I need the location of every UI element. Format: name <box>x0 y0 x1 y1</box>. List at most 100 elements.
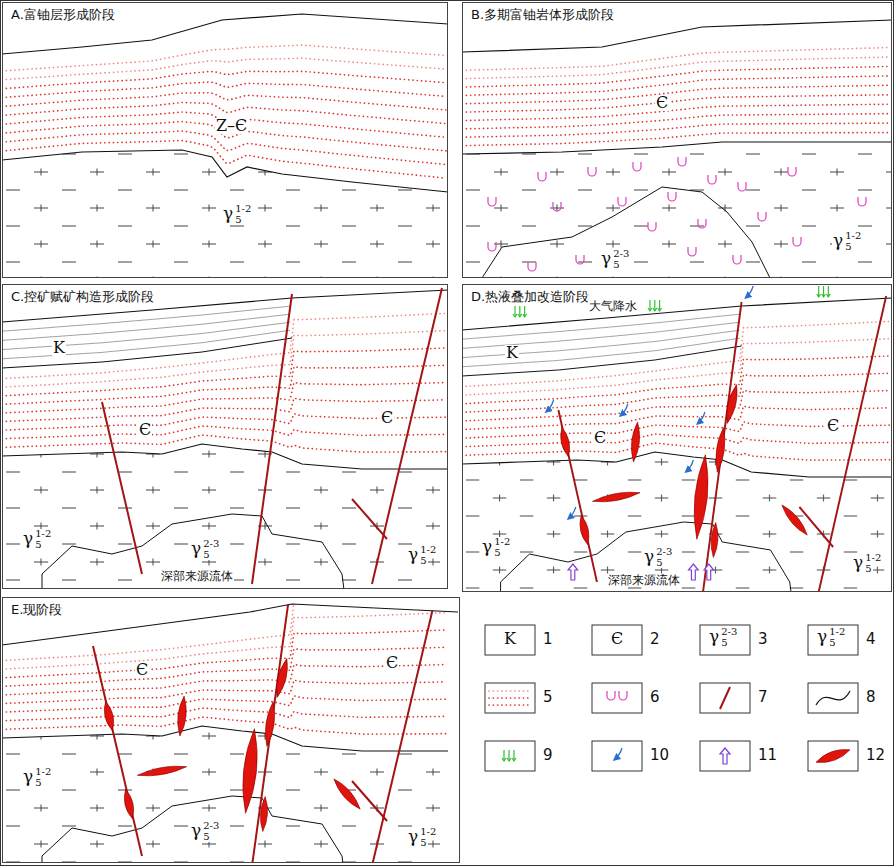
drawing-stroke <box>2 14 448 278</box>
uranium-symbol <box>708 175 716 184</box>
annotation-text: 深部来源流体 <box>160 570 234 582</box>
stratum-dots <box>2 717 446 734</box>
granite-code: γ <box>190 540 202 557</box>
legend-number: 4 <box>865 632 877 647</box>
fault-line <box>703 302 742 592</box>
orebody-lens <box>815 746 852 767</box>
rain-arrow <box>513 314 517 317</box>
stratum-dots <box>462 321 890 386</box>
granite-stage: 2-3 <box>202 821 220 831</box>
legend-number: 10 <box>649 748 670 763</box>
uranium-symbol <box>528 262 536 271</box>
orebody-lens <box>331 776 363 811</box>
contact-line <box>462 142 892 154</box>
deep-fluid-arrow <box>568 564 578 580</box>
intrusion-boundary <box>501 522 795 592</box>
stratum-dots <box>489 697 531 699</box>
stratum-dots <box>2 58 446 80</box>
granite-pattern <box>462 142 892 278</box>
orebody-lens <box>558 426 572 457</box>
granite-stage: 1-2 <box>864 553 882 563</box>
uranium-symbol <box>738 182 746 191</box>
granite-period: 5 <box>419 838 427 848</box>
granite-period: 5 <box>419 556 427 566</box>
uranium-symbol <box>607 691 615 700</box>
drawing-stroke <box>462 286 892 592</box>
granite-pattern <box>2 726 448 863</box>
granite-code: γ <box>600 250 612 267</box>
granite-stage: 1-2 <box>844 231 862 241</box>
stratum-dots <box>2 331 446 388</box>
granite-stage: 1-2 <box>34 529 52 539</box>
legend-box <box>700 741 750 771</box>
stage-panel: B.多期富铀岩体形成阶段 <box>462 2 892 278</box>
drawing-stroke <box>2 14 448 278</box>
fault-line <box>352 499 387 539</box>
granite-period: 5 <box>828 638 836 648</box>
eroded-mask <box>2 597 460 645</box>
stratum-code: Є <box>826 418 840 434</box>
uranium-symbol <box>553 202 561 211</box>
stratum-dots <box>2 93 446 110</box>
orebody-lens <box>137 763 187 779</box>
stratum-dots <box>462 48 890 71</box>
granite-stage: 2-3 <box>655 547 673 557</box>
fault-line <box>352 781 387 821</box>
stratum-dots <box>489 690 531 692</box>
granite-code: γ <box>222 205 234 222</box>
drawing-stroke <box>2 597 460 863</box>
rain-arrow <box>512 758 516 761</box>
rain-arrow <box>518 314 522 317</box>
panel-title: D.热液叠加改造阶段 <box>469 288 591 306</box>
granite-code: γ <box>407 546 419 563</box>
uranium-symbol <box>588 167 596 176</box>
stratum-dots <box>462 57 890 79</box>
granite-stage: 1-2 <box>828 627 846 637</box>
contact-line <box>2 150 448 192</box>
legend-samples <box>485 625 858 771</box>
intrusion-boundary <box>42 514 347 589</box>
uranium-symbol <box>698 219 706 228</box>
drawing-stroke <box>462 286 892 592</box>
orebody-lens <box>630 422 642 463</box>
granite-stage: 2-3 <box>612 249 630 259</box>
legend-number: 8 <box>865 690 877 705</box>
orebody-lens <box>691 454 712 540</box>
legend-number: 11 <box>757 748 778 763</box>
granite-code: γ <box>816 628 828 645</box>
fault-line <box>372 288 442 584</box>
fault-line <box>372 597 442 863</box>
legend-number: 5 <box>542 690 554 705</box>
fault-line <box>102 402 142 574</box>
fault-line <box>252 294 292 584</box>
stratum-dots <box>462 133 890 146</box>
orebody-lens <box>779 502 810 537</box>
granite-stage: 1-2 <box>493 537 511 547</box>
intrusion-boundary <box>42 796 347 863</box>
stage-panel: A.富铀层形成阶段 <box>2 2 448 278</box>
stage-panel: D.热液叠加改造阶段 <box>462 284 892 592</box>
stratum-code: Є <box>385 655 399 671</box>
deep-fluid-arrow <box>704 564 714 580</box>
uranium-symbol <box>678 157 686 166</box>
stratum-code: Є <box>593 430 607 446</box>
stratum-code: K <box>52 340 66 356</box>
uranium-symbol <box>758 212 766 221</box>
surface-line <box>2 604 458 645</box>
orebody-lens <box>259 796 268 831</box>
granite-period: 5 <box>34 540 42 550</box>
deep-fluid-arrow <box>689 564 699 580</box>
rain-arrow <box>826 294 830 297</box>
legend-number: 7 <box>757 690 769 705</box>
stratum-code: Z–Є <box>215 118 248 134</box>
stratum-dots <box>2 131 446 165</box>
uranium-symbol <box>488 242 496 251</box>
contact-line <box>816 691 850 705</box>
legend-number: 9 <box>542 748 554 763</box>
fault-line <box>799 507 833 547</box>
orebody-lens <box>724 384 741 425</box>
uranium-symbol <box>648 222 656 231</box>
legend-number: 2 <box>649 632 661 647</box>
panel-title: E.现阶段 <box>9 601 64 619</box>
